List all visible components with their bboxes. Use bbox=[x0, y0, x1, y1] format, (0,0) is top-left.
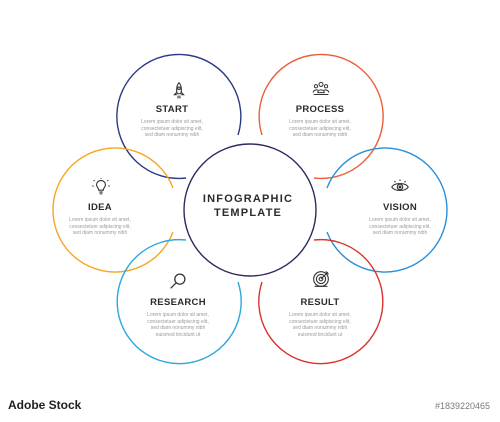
ring-start bbox=[116, 53, 242, 180]
desc-line: euismod tincidunt ut bbox=[155, 331, 201, 338]
ring-idea bbox=[52, 147, 174, 273]
node-title-research: RESEARCH bbox=[150, 297, 206, 308]
desc-line: Lorem ipsum dolor sit amet, bbox=[289, 119, 351, 125]
node-desc-process: Lorem ipsum dolor sit amet, consectetuer… bbox=[280, 119, 360, 139]
desc-line: sed diam nonummy nibh bbox=[292, 325, 348, 331]
stock-logo: Adobe Stock bbox=[8, 398, 82, 412]
node-desc-idea: Lorem ipsum dolor sit amet, consectetuer… bbox=[60, 217, 140, 237]
node-desc-research: Lorem ipsum dolor sit amet, consectetuer… bbox=[138, 312, 218, 338]
eye-icon bbox=[391, 179, 409, 191]
stock-id: #1839220465 bbox=[434, 401, 490, 411]
magnifier-icon bbox=[170, 273, 186, 289]
node-title-vision: VISION bbox=[382, 202, 417, 213]
desc-line: consectetuer adipiscing elit, bbox=[147, 318, 209, 325]
node-title-result: RESULT bbox=[300, 297, 340, 308]
desc-line: sed diam nonummy nibh bbox=[292, 132, 348, 138]
target-icon bbox=[313, 271, 329, 287]
center-title: INFOGRAPHIC TEMPLATE bbox=[186, 192, 310, 220]
node-title-idea: IDEA bbox=[88, 202, 112, 213]
ring-research bbox=[116, 238, 242, 365]
rocket-icon bbox=[173, 81, 185, 99]
node-title-start: START bbox=[155, 104, 189, 115]
watermark-bar: Adobe Stock #1839220465 bbox=[0, 395, 500, 417]
desc-line: sed diam nonummy nibh bbox=[150, 325, 206, 331]
ring-center bbox=[183, 143, 317, 277]
desc-line: consectetuer adipiscing elit, bbox=[69, 223, 131, 230]
desc-line: Lorem ipsum dolor sit amet, bbox=[369, 217, 431, 223]
desc-line: sed diam nonummy nibh bbox=[372, 230, 428, 236]
center-title-line2: TEMPLATE bbox=[213, 207, 283, 219]
desc-line: consectetuer adipiscing elit, bbox=[369, 223, 431, 230]
node-desc-start: Lorem ipsum dolor sit amet, consectetuer… bbox=[132, 119, 212, 139]
desc-line: Lorem ipsum dolor sit amet, bbox=[141, 119, 203, 125]
desc-line: Lorem ipsum dolor sit amet, bbox=[69, 217, 131, 223]
node-desc-vision: Lorem ipsum dolor sit amet, consectetuer… bbox=[360, 217, 440, 237]
desc-line: consectetuer adipiscing elit, bbox=[141, 125, 203, 132]
ring-vision bbox=[326, 147, 448, 273]
desc-line: euismod tincidunt ut bbox=[297, 331, 343, 338]
team-icon bbox=[312, 81, 330, 96]
center-title-line1: INFOGRAPHIC bbox=[202, 193, 294, 205]
node-desc-result: Lorem ipsum dolor sit amet, consectetuer… bbox=[280, 312, 360, 338]
node-title-process: PROCESS bbox=[295, 104, 345, 115]
desc-line: consectetuer adipiscing elit, bbox=[289, 125, 351, 132]
ring-result bbox=[258, 238, 384, 365]
lightbulb-icon bbox=[92, 177, 110, 195]
ring-process bbox=[258, 53, 384, 180]
desc-line: consectetuer adipiscing elit, bbox=[289, 318, 351, 325]
desc-line: Lorem ipsum dolor sit amet, bbox=[147, 312, 209, 318]
desc-line: sed diam nonummy nibh bbox=[72, 230, 128, 236]
desc-line: Lorem ipsum dolor sit amet, bbox=[289, 312, 351, 318]
desc-line: sed diam nonummy nibh bbox=[144, 132, 200, 138]
